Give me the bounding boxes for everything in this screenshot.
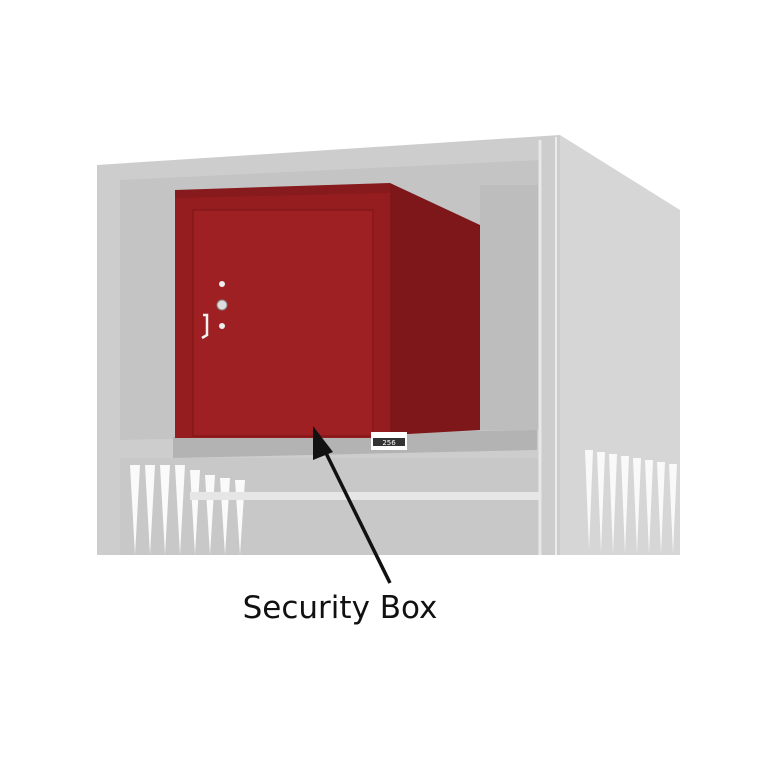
security-box-side — [390, 183, 480, 435]
door-handle — [201, 313, 209, 340]
hanging-rod — [190, 492, 540, 500]
pointer-arrow-head — [313, 426, 333, 460]
security-box-door — [192, 209, 374, 437]
pointer-arrow-line — [320, 444, 392, 584]
lock-cylinder — [216, 299, 228, 311]
door-rivet-top — [219, 281, 225, 287]
caption-label: Security Box — [242, 590, 438, 626]
door-rivet-bottom — [219, 323, 225, 329]
number-plate-text: 256 — [382, 439, 396, 447]
